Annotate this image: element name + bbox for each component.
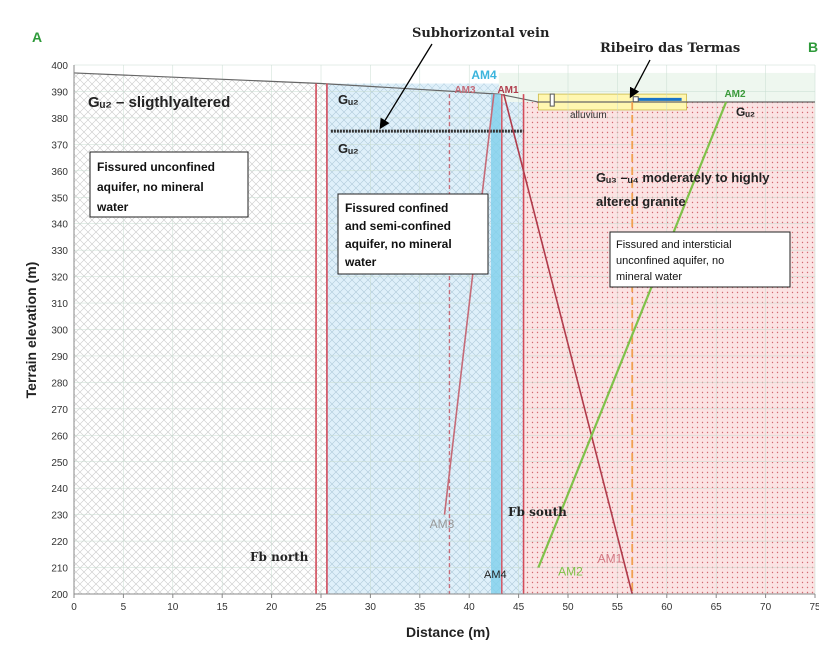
- y-tick-label: 330: [51, 246, 68, 257]
- tick-labels: 2002102202302402502602702802903003103203…: [51, 61, 819, 613]
- borehole-am2-line: [537, 101, 728, 568]
- y-tick-label: 320: [51, 273, 68, 284]
- y-tick-label: 270: [51, 405, 68, 416]
- box-left-line-1: Fissured unconfined: [97, 160, 215, 174]
- box-left-line-2: aquifer, no mineral: [97, 180, 204, 194]
- x-tick-label: 70: [760, 602, 772, 613]
- box-middle-line-3: aquifer, no mineral: [345, 237, 452, 251]
- box-intersticial-aquifer: Fissured and intersticial unconfined aqu…: [609, 231, 791, 288]
- box-unconfined-aquifer: Fissured unconfined aquifer, no mineral …: [89, 151, 249, 218]
- borehole-am1-top-label: AM1: [497, 85, 519, 96]
- borehole-am1-line: [503, 93, 633, 595]
- box-middle-line-2: and semi-confined: [345, 219, 451, 233]
- box-right-line-3: mineral water: [616, 271, 682, 283]
- confined-aquifer-zone: [325, 83, 524, 594]
- x-tick-label: 20: [266, 602, 278, 613]
- y-tick-label: 290: [51, 352, 68, 363]
- borehole-am2-bottom-label: AM2: [558, 564, 583, 578]
- y-tick-label: 230: [51, 511, 68, 522]
- x-tick-label: 35: [414, 602, 426, 613]
- x-tick-label: 45: [513, 602, 525, 613]
- x-tick-label: 10: [167, 602, 179, 613]
- y-tick-label: 300: [51, 326, 68, 337]
- borehole-am1-bottom-label: AM1: [598, 551, 623, 565]
- fb-north-label: Fb north: [250, 550, 309, 564]
- x-tick-label: 40: [464, 602, 476, 613]
- x-tick-label: 5: [121, 602, 127, 613]
- x-tick-label: 65: [711, 602, 723, 613]
- y-tick-label: 360: [51, 167, 68, 178]
- box-left-line-3: water: [96, 200, 129, 214]
- gw2-top-label: Gᵤ₂: [338, 92, 359, 107]
- x-tick-label: 25: [315, 602, 327, 613]
- gw2-main-label: Gᵤ₂ – sligthlyaltered: [88, 94, 230, 111]
- y-tick-label: 350: [51, 193, 68, 204]
- gw2-right-label: Gᵤ₂: [736, 105, 755, 119]
- box-middle-line-1: Fissured confined: [345, 201, 448, 215]
- y-tick-label: 400: [51, 61, 68, 72]
- section-end-label: B: [808, 39, 818, 55]
- y-tick-label: 280: [51, 378, 68, 389]
- gw2-below-vein-label: Gᵤ₂: [338, 141, 359, 156]
- fb-south-label: Fb south: [508, 505, 567, 519]
- alluvium-label: alluvium: [570, 110, 607, 121]
- y-tick-label: 240: [51, 484, 68, 495]
- borehole-am4-top-label: AM4: [471, 68, 497, 82]
- y-tick-label: 250: [51, 458, 68, 469]
- borehole-am4-bottom-label: AM4: [484, 569, 507, 581]
- x-tick-label: 30: [365, 602, 377, 613]
- box-middle-line-4: water: [344, 255, 377, 269]
- vein-arrow: [379, 43, 433, 130]
- y-tick-label: 380: [51, 114, 68, 125]
- y-tick-label: 370: [51, 140, 68, 151]
- y-tick-label: 260: [51, 431, 68, 442]
- x-tick-label: 75: [809, 602, 819, 613]
- borehole-am3-line: [443, 94, 495, 515]
- x-tick-label: 50: [562, 602, 574, 613]
- stream-label: Ribeiro das Termas: [600, 41, 740, 56]
- x-tick-label: 15: [217, 602, 229, 613]
- gw3-label-line2: altered granite: [596, 194, 686, 209]
- y-tick-label: 340: [51, 220, 68, 231]
- x-axis-title: Distance (m): [406, 624, 490, 640]
- y-tick-label: 310: [51, 299, 68, 310]
- x-tick-label: 0: [71, 602, 77, 613]
- box-confined-aquifer: Fissured confined and semi-confined aqui…: [337, 193, 489, 275]
- terrain-surface-line: [73, 72, 815, 103]
- borehole-am3-bottom-label: AM3: [430, 517, 455, 531]
- borehole-am2-top-label: AM2: [724, 89, 746, 100]
- y-tick-label: 220: [51, 537, 68, 548]
- altered-granite-zone: [523, 102, 815, 594]
- stream-arrow: [629, 59, 651, 99]
- y-tick-label: 200: [51, 590, 68, 601]
- box-right-line-2: unconfined aquifer, no: [616, 255, 724, 267]
- well-symbol-2: [632, 96, 639, 103]
- y-tick-label: 210: [51, 564, 68, 575]
- section-start-label: A: [32, 29, 42, 45]
- vein-label: Subhorizontal vein: [412, 26, 550, 41]
- y-tick-label: 390: [51, 87, 68, 98]
- box-right-line-1: Fissured and intersticial: [616, 239, 732, 251]
- x-tick-label: 60: [661, 602, 673, 613]
- y-axis-title: Terrain elevation (m): [23, 262, 39, 399]
- well-symbol-1: [549, 93, 555, 107]
- gw3-label: Gᵤ₃ –ᵤ₄ moderately to highly: [596, 170, 770, 185]
- borehole-am3-top-label: AM3: [454, 85, 476, 96]
- am4-borehole: [490, 94, 501, 594]
- x-tick-label: 55: [612, 602, 624, 613]
